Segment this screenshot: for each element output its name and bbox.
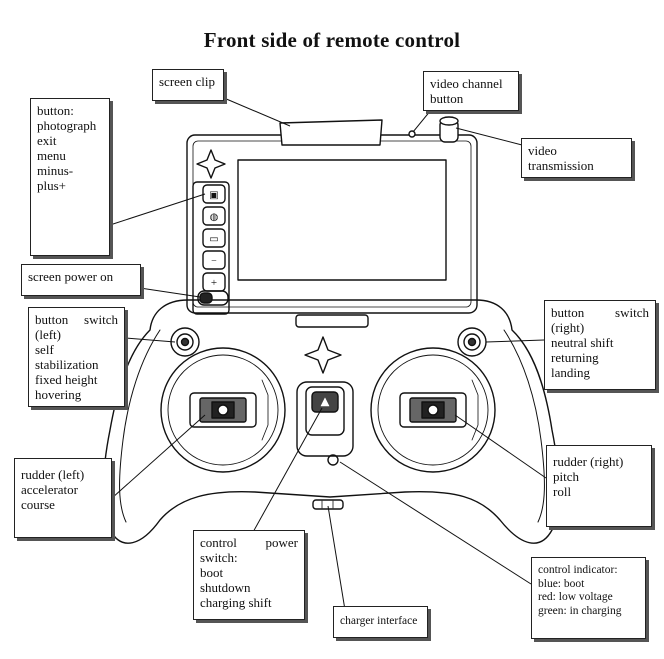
callout-line: (right) (551, 320, 585, 335)
screen-display (237, 159, 447, 281)
callout-charger-interface: charger interface (333, 606, 428, 638)
diagram-title: Front side of remote control (203, 28, 461, 52)
screen-diamond-logo (196, 149, 226, 179)
callout-line: video (528, 143, 557, 158)
callout-button-switch-right: button switch (right) neutral shift retu… (544, 300, 656, 390)
callout-line: control indicator: (538, 564, 618, 576)
callout-line: self (35, 342, 54, 357)
callout-screen-power: screen power on (21, 264, 141, 296)
callout-line: blue: boot (538, 577, 585, 590)
callout-line: screen clip (159, 74, 215, 89)
callout-line: charger interface (340, 615, 418, 627)
svg-text:−: − (211, 256, 217, 267)
callout-line: control power (200, 535, 298, 550)
screen-power-switch (197, 290, 229, 306)
button-panel (192, 181, 230, 315)
callout-screen-clip: screen clip (152, 69, 224, 101)
callout-line: returning (551, 350, 599, 365)
callout-line: pitch (553, 469, 579, 484)
callout-video-transmission: video transmission (521, 138, 632, 178)
callout-line: plus+ (37, 178, 67, 193)
callout-line: photograph (37, 118, 97, 133)
callout-line: transmission (528, 158, 594, 173)
right-switch-knob (457, 327, 487, 357)
svg-text:+: + (211, 277, 217, 289)
callout-line: charging shift (200, 595, 272, 610)
left-joystick (160, 347, 286, 473)
callout-line: accelerator (21, 482, 79, 497)
callout-line: red: low voltage (538, 591, 613, 603)
svg-text:▣: ▣ (209, 190, 218, 201)
controller-body (102, 299, 560, 544)
callout-video-channel-button: video channel button (423, 71, 519, 111)
callout-control-indicator: control indicator: blue: boot red: low v… (531, 557, 646, 639)
callout-rudder-left: rudder (left) accelerator course (14, 458, 112, 538)
callout-line: screen power on (28, 269, 114, 284)
callout-line: roll (553, 484, 572, 499)
callout-line: button switch (35, 312, 118, 327)
callout-line: menu (37, 148, 66, 163)
body-diamond-logo (304, 336, 342, 374)
callout-line: button switch (551, 305, 649, 320)
power-switch (296, 381, 354, 457)
svg-text:◍: ◍ (210, 212, 219, 223)
left-switch-knob (170, 327, 200, 357)
video-channel-button-dot (408, 130, 416, 138)
callout-control-power-switch: control power switch: boot shutdown char… (193, 530, 305, 620)
callout-line: neutral shift (551, 335, 614, 350)
callout-line: landing (551, 365, 590, 380)
callout-line: button: (37, 103, 74, 118)
callout-line: exit (37, 133, 57, 148)
callout-button-switch-left: button switch (left) self stabilization … (28, 307, 125, 407)
callout-line: rudder (left) (21, 467, 85, 482)
callout-line: video channel (430, 76, 503, 91)
callout-buttons: button: photograph exit menu minus- plus… (30, 98, 110, 256)
callout-line: boot (200, 565, 224, 580)
callout-line: (left) (35, 327, 61, 342)
callout-line: button (430, 91, 464, 106)
callout-line: shutdown (200, 580, 251, 595)
callout-line: rudder (right) (553, 454, 624, 469)
callout-line: fixed height (35, 372, 98, 387)
callout-line: switch: (200, 550, 238, 565)
callout-line: stabilization (35, 357, 99, 372)
svg-text:▭: ▭ (209, 234, 218, 245)
right-joystick (370, 347, 496, 473)
callout-rudder-right: rudder (right) pitch roll (546, 445, 652, 527)
callout-line: course (21, 497, 55, 512)
indicator-light (327, 454, 339, 466)
callout-line: green: in charging (538, 604, 622, 617)
screen-clip-shape (279, 119, 383, 146)
callout-line: hovering (35, 387, 82, 402)
callout-line: minus- (37, 163, 74, 178)
